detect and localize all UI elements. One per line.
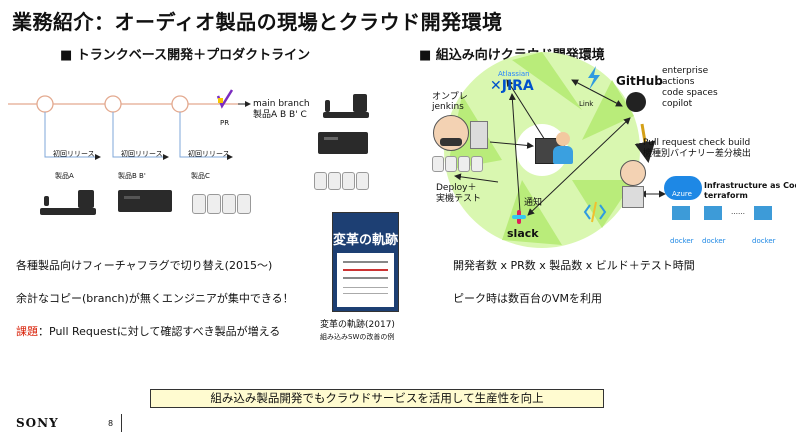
- bullet-feature-flags: 各種製品向けフィーチャフラグで切り替え(2015～): [16, 259, 273, 272]
- jenkins-label: jenkins: [432, 102, 464, 112]
- issue-line: 課題：Pull Requestに対して確認すべき製品が増える: [16, 323, 280, 339]
- github-feature: copilot: [662, 99, 693, 109]
- docker-label: docker: [752, 237, 776, 245]
- server-icon: [470, 121, 488, 149]
- github-label: GitHub: [616, 74, 663, 88]
- product-label: 製品C: [191, 172, 210, 180]
- device-row-icon: [432, 156, 492, 174]
- jenkins-icon: [433, 115, 469, 151]
- book-caption-sub: 組み込みSWの改善の例: [320, 333, 395, 341]
- ellipsis: ……: [731, 208, 745, 216]
- issue-text: ：Pull Requestに対して確認すべき製品が増える: [38, 325, 281, 338]
- book-caption: 変革の軌跡(2017): [320, 320, 395, 330]
- github-feature: enterprise: [662, 66, 709, 76]
- jira-logo: ✕JIRA: [490, 78, 534, 94]
- jira-label: JIRA: [501, 78, 534, 94]
- atlassian-label: Atlassian: [498, 70, 530, 78]
- binary-diff-label: 機種別バイナリー差分検出: [643, 149, 751, 159]
- soundbar-image: [40, 186, 96, 222]
- formula-text: 開発者数 x PR数 x 製品数 x ビルド＋テスト時間: [453, 259, 695, 272]
- pr-label: PR: [220, 119, 230, 127]
- receiver-image: [118, 190, 172, 216]
- jenkins-agent-icon: [620, 160, 646, 186]
- azure-label: Azure: [672, 190, 692, 198]
- notify-label: 通知: [524, 198, 543, 208]
- iac-label: Infrastructure as Code: [704, 181, 796, 190]
- sony-logo: SONY: [16, 416, 59, 430]
- peak-text: ピーク時は数百台のVMを利用: [453, 292, 603, 305]
- release-label: 初回リリース: [121, 150, 163, 158]
- azure-cloud-icon: Azure: [664, 176, 702, 200]
- code-icon: [583, 204, 607, 220]
- left-heading: ■ トランクベース開発＋プロダクトライン: [60, 48, 311, 63]
- page-number: 8: [108, 419, 114, 428]
- book-title: 変革の軌跡: [333, 233, 399, 248]
- jira-icon: ✕: [490, 78, 502, 94]
- github-octocat-icon: [626, 92, 646, 112]
- pr-check-label: Pull request check build: [643, 138, 751, 148]
- product-label: 製品B B': [118, 172, 146, 180]
- main-branch-label: main branch: [253, 99, 310, 109]
- device-test-label: 実機テスト: [436, 194, 482, 204]
- issue-label: 課題: [16, 325, 38, 338]
- terraform-label: terraform: [704, 191, 748, 200]
- deploy-label: Deploy＋: [436, 183, 477, 193]
- github-feature: code spaces: [662, 88, 718, 98]
- release-label: 初回リリース: [188, 150, 230, 158]
- slack-icon: [512, 210, 526, 224]
- summary-banner: 組み込み製品開発でもクラウドサービスを活用して生産性を向上: [150, 389, 604, 408]
- speaker-system-image: [323, 92, 369, 120]
- build-server-icon: [622, 186, 644, 208]
- link-label: Link: [579, 100, 594, 108]
- vm-icon: [704, 206, 722, 220]
- page-title: 業務紹介：オーディオ製品の現場とクラウド開発環境: [12, 10, 503, 34]
- release-label: 初回リリース: [53, 150, 95, 158]
- vm-icon: [754, 206, 772, 220]
- docker-label: docker: [670, 237, 694, 245]
- book-cover: 変革の軌跡: [332, 212, 399, 312]
- onprem-label: オンプレ: [432, 92, 468, 102]
- main-branch-products: 製品A B B' C: [253, 110, 307, 120]
- github-feature: actions: [662, 77, 695, 87]
- developer-icon: [556, 132, 570, 146]
- speaker-row-image: [314, 170, 370, 190]
- vm-icon: [672, 206, 690, 220]
- speakers-image: [192, 192, 252, 214]
- page-divider: [121, 414, 122, 432]
- product-label: 製品A: [55, 172, 74, 180]
- av-receiver-image: [318, 132, 368, 156]
- lightning-icon: [588, 66, 600, 90]
- bullet-no-branch: 余計なコピー(branch)が無くエンジニアが集中できる！: [16, 292, 294, 305]
- docker-label: docker: [702, 237, 726, 245]
- slack-label: slack: [507, 227, 539, 240]
